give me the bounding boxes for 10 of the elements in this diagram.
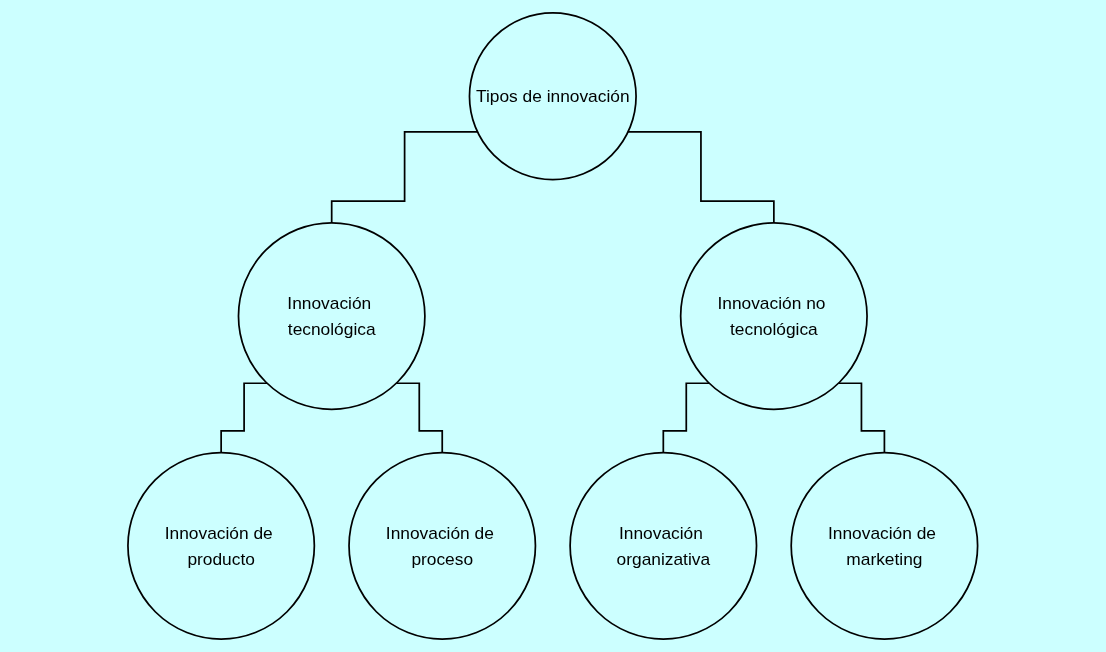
connector bbox=[662, 382, 711, 454]
node-circle: Innovación de proceso bbox=[348, 451, 537, 640]
connector bbox=[627, 131, 775, 224]
node-circle: Innovación organizativa bbox=[569, 451, 758, 640]
node-circle: Innovación de marketing bbox=[790, 451, 979, 640]
node-circle: Innovación no tecnológica bbox=[680, 222, 869, 411]
node-circle: Innovación tecnológica bbox=[237, 222, 426, 411]
node-circle: Tipos de innovación bbox=[468, 12, 638, 181]
node-circle: Innovación de producto bbox=[127, 451, 316, 640]
connector bbox=[331, 131, 479, 224]
